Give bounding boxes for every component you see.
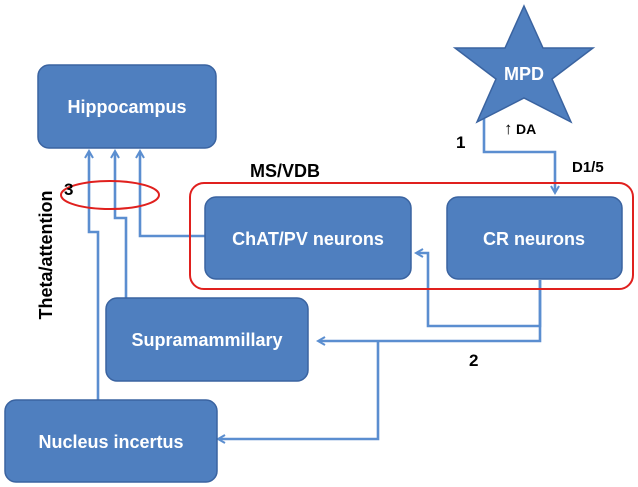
da-arrow-icon: ↑ [504, 119, 513, 138]
theta-attention-label: Theta/attention [36, 191, 56, 320]
step-3-label: 3 [64, 180, 73, 199]
mpd-to-cr-arrow [482, 118, 555, 192]
ms-vdb-region-outline [189, 182, 634, 290]
supramammillary-label: Supramammillary [131, 330, 282, 350]
star-icon [452, 4, 596, 124]
cr-node: CR neurons [446, 196, 623, 280]
nucleus-incertus-label: Nucleus incertus [38, 432, 183, 452]
pathway-3-ellipse [60, 180, 160, 210]
da-label: DA [516, 121, 536, 137]
hippocampus-node: Hippocampus [37, 64, 217, 149]
d1-5-label: D1/5 [572, 159, 604, 176]
supramammillary-node: Supramammillary [105, 297, 309, 382]
cr-to-nucleus-incertus-arrow [219, 341, 380, 439]
chat-pv-node: ChAT/PV neurons [204, 196, 412, 280]
step-2-label: 2 [469, 351, 478, 370]
supramammillary-to-hippocampus-arrow [115, 152, 128, 298]
cr-to-supramammillary-arrow [319, 280, 542, 341]
nucleus-incertus-node: Nucleus incertus [4, 399, 218, 483]
ms-vdb-label: MS/VDB [250, 161, 320, 181]
mpd-node: MPD [452, 4, 596, 124]
mpd-label: MPD [504, 64, 544, 84]
nucleus-incertus-to-hippocampus-arrow [89, 152, 100, 400]
cr-label: CR neurons [483, 229, 585, 249]
hippocampus-label: Hippocampus [67, 97, 186, 117]
step-1-label: 1 [456, 133, 465, 152]
chat-pv-to-hippocampus-arrow [140, 152, 205, 238]
chat-pv-label: ChAT/PV neurons [232, 229, 384, 249]
